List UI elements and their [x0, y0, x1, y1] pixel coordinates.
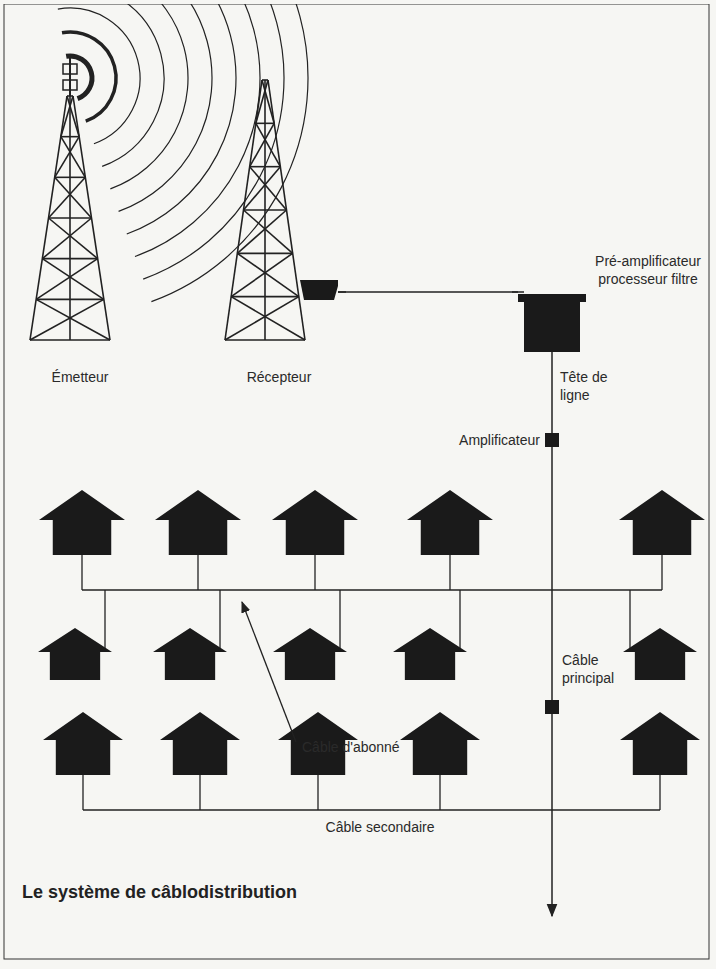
antenna-element [63, 64, 77, 74]
tower-node: Récepteur [220, 70, 338, 395]
lattice-tower [30, 96, 110, 340]
cable-wire [449, 555, 450, 590]
cable-wire [82, 775, 83, 810]
cable-wire [219, 590, 220, 648]
house [620, 712, 700, 775]
cable-wire [82, 589, 662, 590]
cable-wire [339, 590, 340, 648]
processor-node: Pré-amplificateur processeur filtre [518, 250, 708, 356]
towers [30, 56, 305, 340]
part-label: Câble principal [562, 651, 624, 687]
wave-arc [66, 56, 92, 99]
cable-wire [659, 775, 660, 810]
house [43, 712, 123, 775]
house [155, 490, 241, 555]
cable-wire [439, 775, 440, 810]
cable-wire [661, 555, 662, 590]
house [39, 490, 125, 555]
house [160, 712, 240, 775]
house [623, 628, 697, 680]
house [273, 628, 347, 680]
processor-box [524, 300, 580, 352]
cable-wire [104, 590, 105, 648]
node-label: Émetteur [25, 368, 135, 386]
amplifier [545, 700, 559, 714]
distribution-wires [82, 555, 662, 810]
part-label: Amplificateur [430, 431, 540, 449]
cable-wire [197, 555, 198, 590]
feed-cable [338, 291, 518, 293]
receiver-antenna [300, 280, 338, 300]
tower-node: Émetteur [25, 60, 135, 395]
node-label: Récepteur [220, 368, 338, 386]
house [38, 628, 112, 680]
cable-wire [629, 590, 630, 648]
node-label: Pré-amplificateur processeur filtre [588, 252, 708, 288]
cable-wire [81, 555, 82, 590]
house [272, 490, 358, 555]
part-label: Câble secondaire [290, 818, 470, 836]
frame [4, 4, 709, 959]
leader-arrow [242, 602, 296, 742]
house [619, 490, 705, 555]
wave-clip [0, 0, 716, 4]
houses [38, 490, 705, 775]
cable-wire [314, 555, 315, 590]
part-label: Câble d'abonné [302, 738, 442, 756]
radio-waves [0, 0, 716, 302]
caption: Le système de câblodistribution [22, 882, 297, 903]
lattice-tower [225, 80, 305, 340]
house [153, 628, 227, 680]
part-label: Tête de ligne [560, 368, 622, 404]
antenna-element [63, 80, 77, 90]
house [407, 490, 493, 555]
house [400, 712, 480, 775]
amplifier [545, 433, 559, 447]
cable-wire [83, 809, 660, 810]
cable-wire [317, 775, 318, 810]
cable-wire [199, 775, 200, 810]
house [393, 628, 467, 680]
cable-wire [459, 590, 460, 648]
